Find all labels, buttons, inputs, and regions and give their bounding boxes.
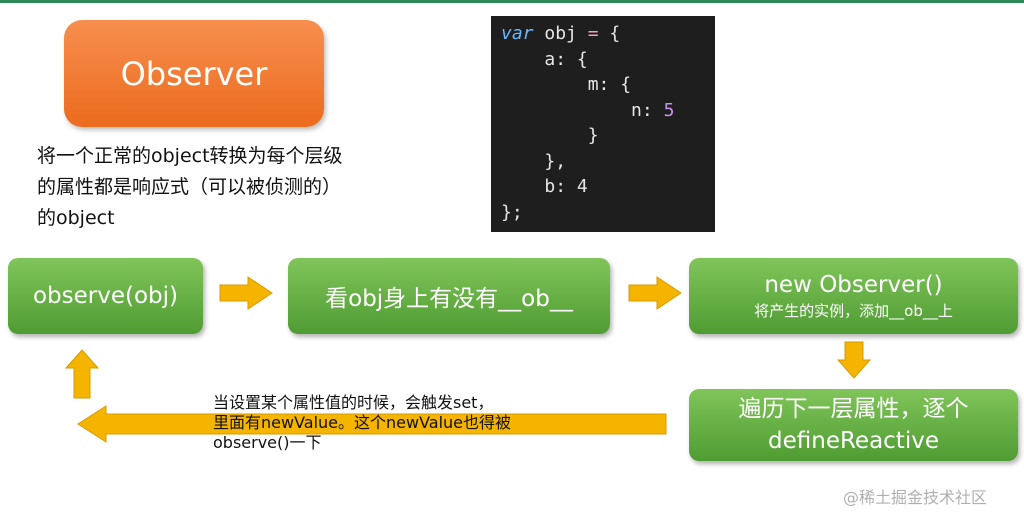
observe-step-label: observe(obj): [32, 283, 179, 309]
code-line: var obj = {: [501, 21, 715, 47]
code-text: a: {: [544, 48, 588, 70]
code-example: var obj = { a: { m: { n: 5 } }, b: 4};: [491, 16, 715, 232]
code-text: }: [587, 125, 599, 146]
check-ob-step-label: 看obj身上有没有__ob__: [325, 286, 573, 312]
new-observer-step-box: new Observer() 将产生的实例，添加__ob__上: [689, 258, 1018, 334]
description-line: 的object: [37, 207, 115, 229]
traverse-step-label-line2: defineReactive: [768, 428, 939, 454]
code-text: [501, 100, 631, 121]
set-trigger-note: 当设置某个属性值的时候，会触发set， 里面有newValue。这个newVal…: [213, 393, 573, 453]
observe-step-box: observe(obj): [8, 258, 203, 334]
code-text: [501, 125, 588, 146]
code-text: [501, 49, 544, 70]
code-line: a: {: [501, 47, 715, 73]
code-text: m: {: [587, 74, 632, 95]
note-line: 当设置某个属性值的时候，会触发set，: [213, 393, 494, 412]
observer-description: 将一个正常的object转换为每个层级 的属性都是响应式（可以被侦测的） 的ob…: [37, 141, 397, 234]
new-observer-step-label: new Observer(): [764, 272, 943, 298]
code-line: };: [501, 200, 715, 226]
traverse-step-box: 遍历下一层属性，逐个 defineReactive: [689, 389, 1018, 461]
arrow-up: [64, 349, 100, 399]
arrow-left-long: [77, 405, 667, 443]
code-line: b: 4: [501, 174, 715, 200]
code-line: }: [501, 123, 715, 149]
code-text: };: [501, 201, 523, 223]
note-line: 里面有newValue。这个newValue也得被: [213, 413, 512, 432]
top-border: [0, 0, 1024, 3]
description-line: 将一个正常的object转换为每个层级: [37, 145, 343, 167]
arrow-right-1: [219, 276, 273, 310]
code-keyword: var: [501, 23, 534, 44]
code-text: [501, 176, 544, 197]
traverse-step-label-line1: 遍历下一层属性，逐个: [738, 396, 969, 422]
arrow-down: [836, 341, 872, 379]
code-number: 5: [663, 99, 675, 121]
note-line: observe()一下: [213, 433, 322, 452]
code-line: },: [501, 149, 715, 175]
description-line: 的属性都是响应式（可以被侦测的）: [37, 176, 342, 198]
observer-title: Observer: [120, 54, 268, 93]
code-text: n:: [631, 99, 664, 121]
code-text: [501, 151, 544, 172]
code-text: [501, 74, 588, 95]
code-operator: =: [587, 23, 599, 44]
observer-title-box: Observer: [64, 20, 324, 127]
code-text: b: 4: [544, 176, 588, 197]
arrow-right-2: [628, 276, 682, 310]
code-text: },: [544, 150, 567, 172]
watermark: @稀土掘金技术社区: [843, 488, 988, 507]
code-line: m: {: [501, 72, 715, 98]
new-observer-step-sublabel: 将产生的实例，添加__ob__上: [754, 302, 953, 320]
code-text: {: [598, 23, 621, 44]
code-text: obj: [533, 23, 588, 44]
check-ob-step-box: 看obj身上有没有__ob__: [288, 258, 610, 334]
code-line: n: 5: [501, 98, 715, 124]
